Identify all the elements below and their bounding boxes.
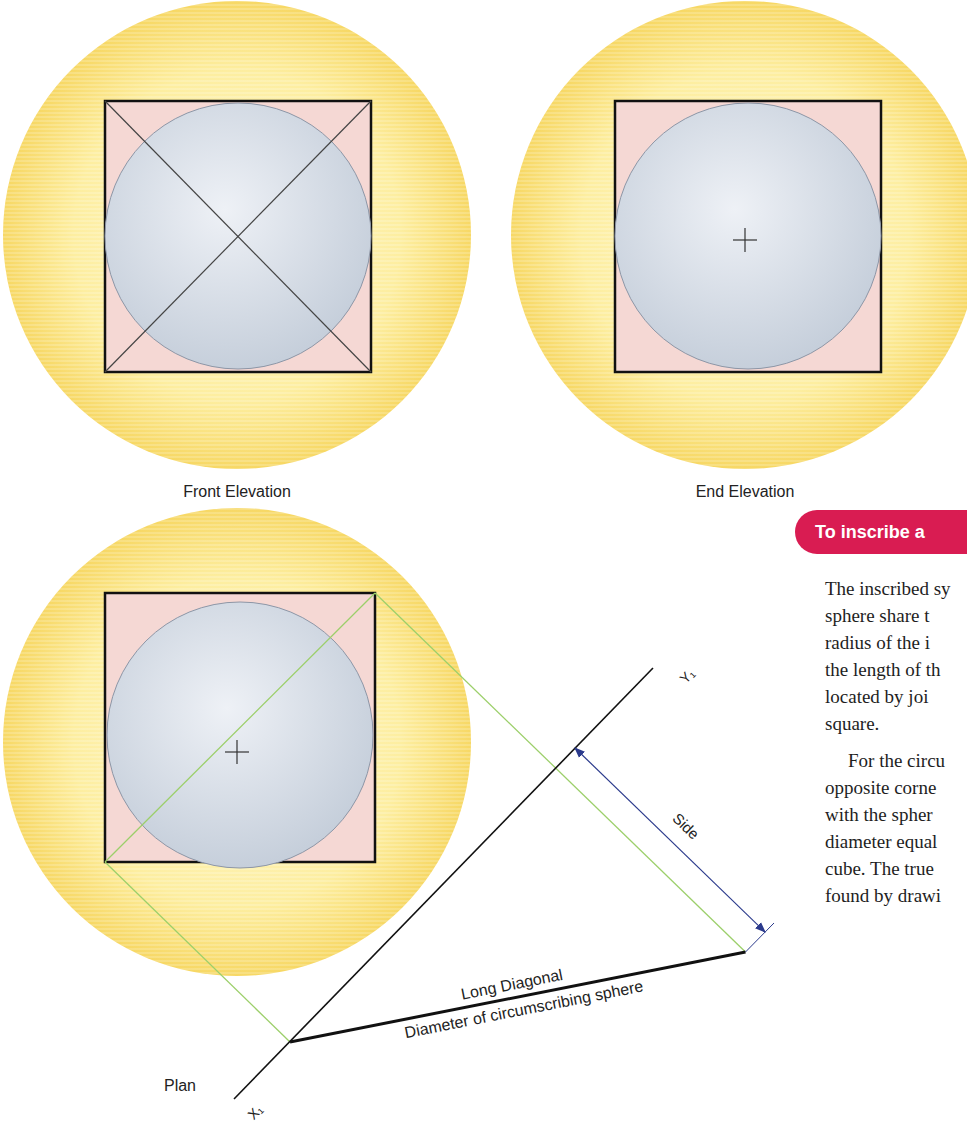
body-text-line: cube. The true — [825, 858, 934, 880]
reference-line-label: Y₁ — [676, 665, 697, 686]
body-text-line: radius of the i — [825, 632, 930, 654]
view-title: Plan — [164, 1077, 196, 1095]
dimension-label: Side — [669, 809, 703, 842]
view-title: End Elevation — [696, 483, 795, 501]
body-text-line: sphere share t — [825, 605, 929, 627]
body-text-line: the length of th — [825, 659, 941, 681]
reference-line-label: X₁ — [244, 1101, 265, 1122]
plan-view — [3, 508, 471, 976]
body-text-line: opposite corne — [825, 777, 936, 799]
heading-text: To inscribe a — [815, 522, 925, 543]
front-elevation — [3, 1, 471, 469]
body-text-line: The inscribed sy — [825, 578, 951, 600]
body-text-line: For the circu — [848, 750, 945, 772]
body-text-line: with the spher — [825, 804, 933, 826]
view-title: Front Elevation — [183, 483, 291, 501]
body-text-line: located by joi — [825, 686, 928, 708]
body-text-line: found by drawi — [825, 885, 941, 907]
body-text-line: square. — [825, 713, 879, 735]
section-heading-pill: To inscribe a — [795, 510, 967, 554]
auxiliary-view — [105, 593, 774, 1099]
end-elevation — [511, 1, 967, 469]
body-text-line: diameter equal — [825, 831, 937, 853]
